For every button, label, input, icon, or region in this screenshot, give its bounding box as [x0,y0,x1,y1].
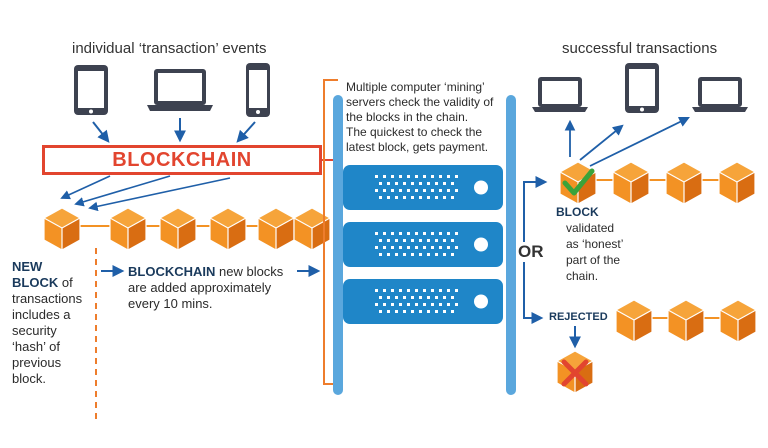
tablet-icon [625,63,659,113]
new-block-line: previous [12,355,62,370]
blockchain-banner: BLOCKCHAIN [42,145,322,175]
phone-icon [246,63,270,117]
chain-caption-line: are added approximately [128,280,272,295]
chain-block [667,299,705,343]
chain-caption: BLOCKCHAIN new blocks are added approxim… [128,264,283,312]
validated-line: chain. [566,269,599,283]
miners-line: Multiple computer ‘mining’ [346,80,485,94]
new-block-line: security [12,323,57,338]
chain-block [718,161,756,205]
laptop-icon [147,69,213,111]
x-mark-icon [561,359,589,387]
chain-block [109,207,147,251]
new-block-description: NEW BLOCK of transactions includes a sec… [12,259,82,387]
tablet-icon [74,65,108,115]
new-block-line: transactions [12,291,83,306]
blockchain-to-block-arrows [60,175,231,212]
left-bar [333,95,343,395]
chain-block [209,207,247,251]
chain-block [719,299,757,343]
validated-heading: BLOCK [556,205,599,219]
validated-line: validated [566,221,615,235]
rejected-label: REJECTED [549,311,608,323]
output-arrows [564,116,690,167]
server-icon [343,279,503,324]
new-block-heading: BLOCK [12,275,59,290]
miners-line: latest block, gets payment. [346,140,489,154]
checkmark-icon [562,168,595,196]
events-title: individual ‘transaction’ events [72,40,267,57]
new-block-line: of [61,275,73,290]
new-block-line: includes a [12,307,71,322]
miners-line: servers check the validity of [346,95,494,109]
miners-line: the blocks in the chain. [346,110,469,124]
server-icon [343,165,503,210]
chain-block [257,207,295,251]
success-title: successful transactions [562,40,718,57]
right-bar [506,95,516,395]
new-block-cube [43,207,81,251]
new-block-heading: NEW [12,259,43,274]
chain-caption-line: every 10 mins. [128,296,213,311]
chain-block [615,299,653,343]
chain-block [159,207,197,251]
miners-description: Multiple computer ‘mining’ servers check… [346,80,493,155]
server-icon [343,222,503,267]
device-arrows [92,118,256,143]
chain-block [665,161,703,205]
validated-line: part of the [566,253,621,267]
laptop-icon [532,77,588,112]
new-block-line: block. [12,371,46,386]
chain-caption-heading: BLOCKCHAIN [128,264,216,279]
validated-line: as ‘honest’ [566,237,624,251]
miners-line: The quickest to check the [346,125,483,139]
laptop-icon [692,77,748,112]
mining-bracket [323,79,338,385]
chain-block [612,161,650,205]
validated-description: BLOCK validated as ‘honest’ part of the … [556,204,623,284]
new-block-line: ‘hash’ of [12,339,60,354]
or-label: OR [516,242,546,262]
chain-caption-line: new blocks [215,264,284,279]
